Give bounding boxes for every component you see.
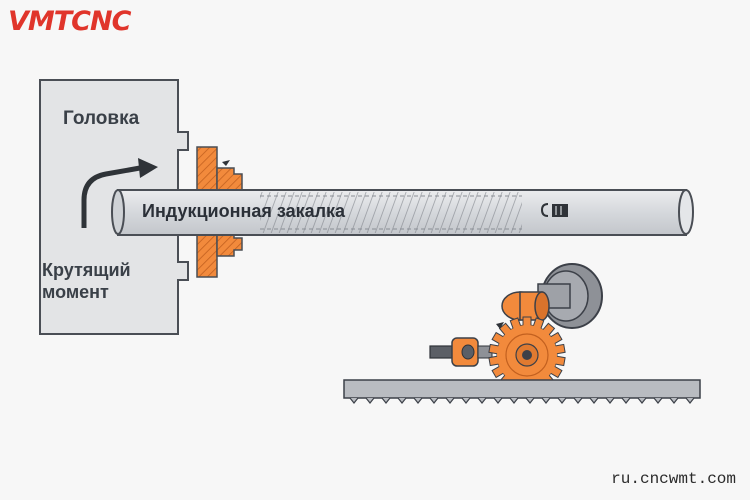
top-pinion xyxy=(501,291,550,321)
torque-label-line1: Крутящий xyxy=(42,260,131,280)
brand-logo: VMTCNC xyxy=(8,6,131,37)
induction-label: Индукционная закалка xyxy=(142,201,346,221)
head-label: Головка xyxy=(63,108,140,129)
website-url: ru.cncwmt.com xyxy=(611,470,736,488)
gear-rack xyxy=(343,379,701,404)
motion-marker xyxy=(496,322,504,329)
shaft xyxy=(111,189,694,236)
torque-label-line2: момент xyxy=(42,282,109,302)
battery-icon xyxy=(540,203,568,217)
torque-label: Крутящий момент xyxy=(42,259,162,303)
curved-arrow-icon xyxy=(81,158,158,228)
left-hub xyxy=(429,337,493,367)
